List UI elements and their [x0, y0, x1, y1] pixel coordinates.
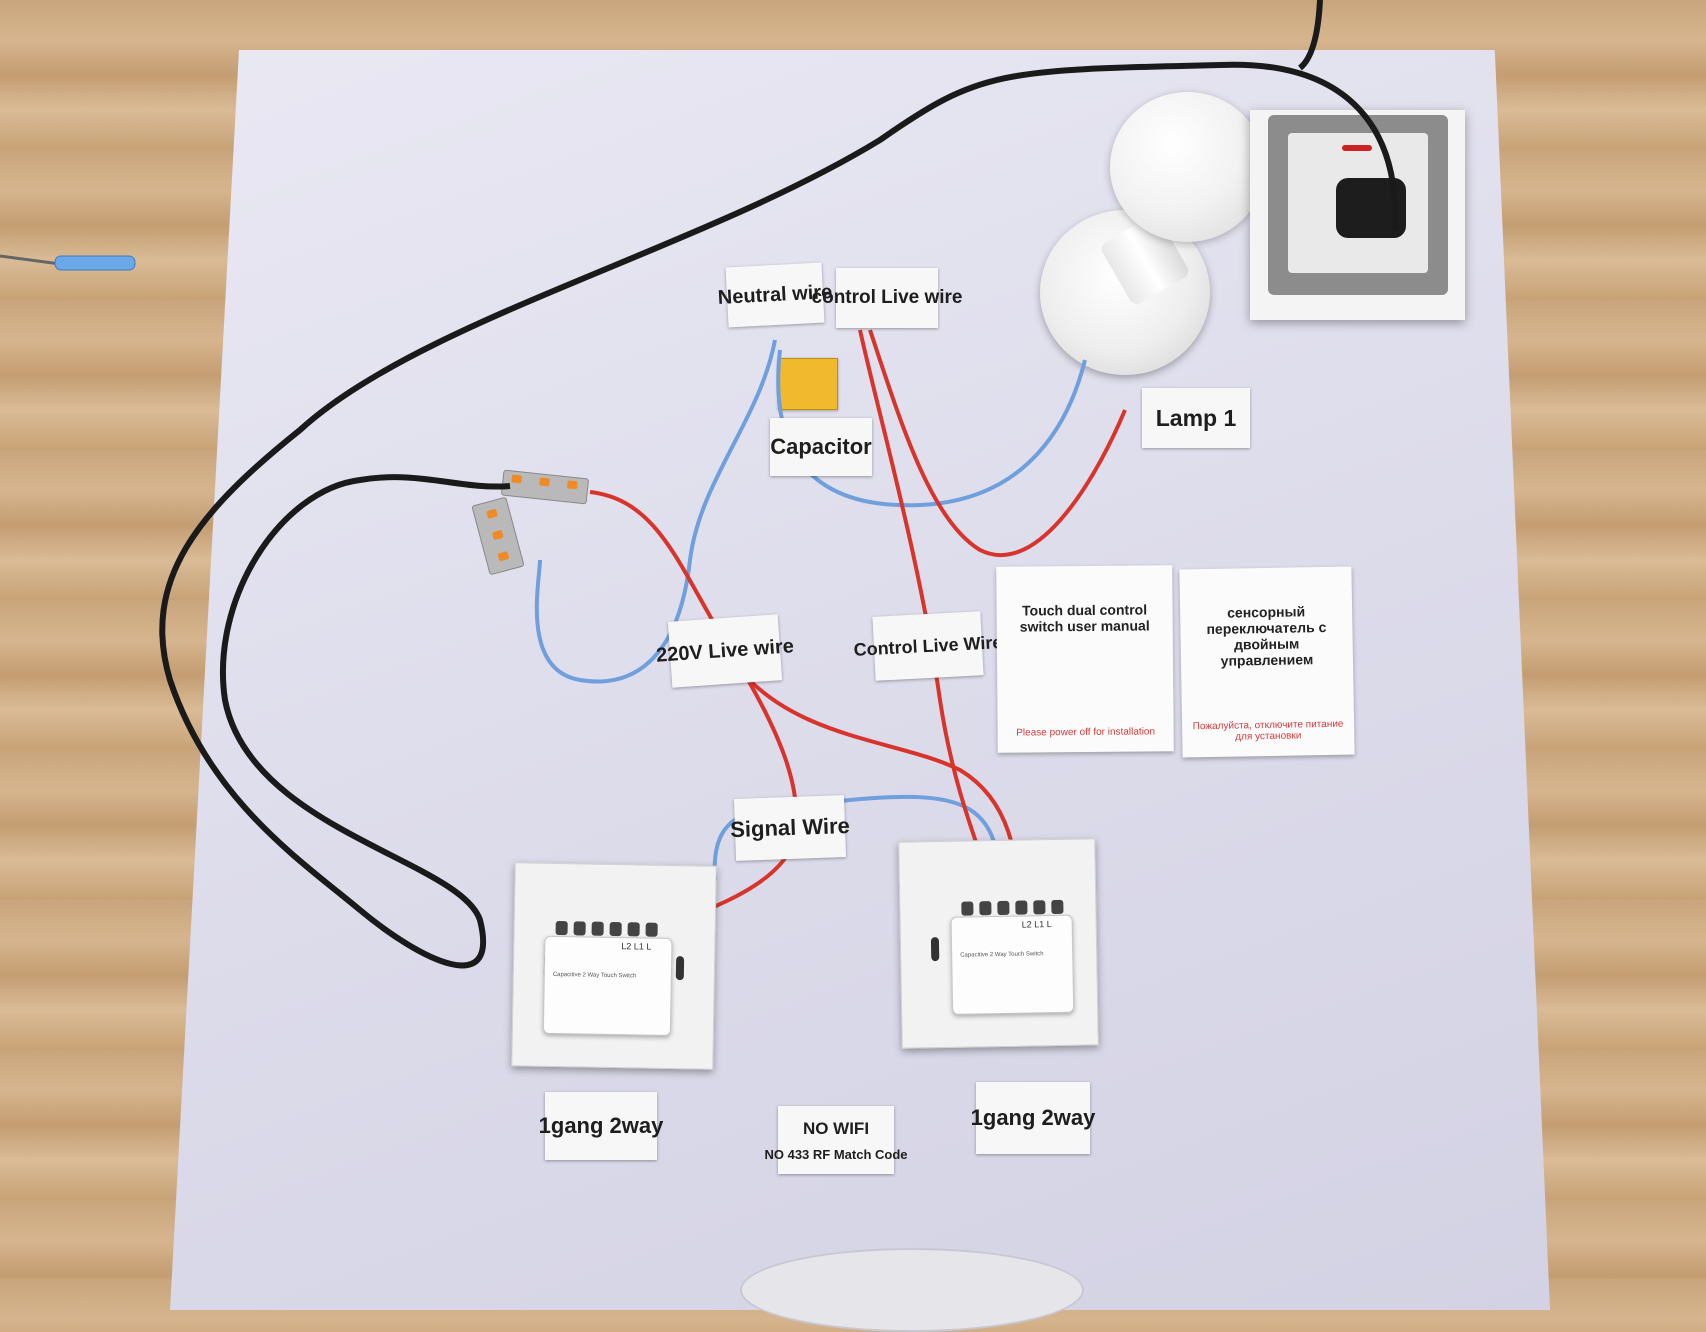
neutral-wire-main [534, 339, 777, 684]
module-terminals [961, 899, 1064, 916]
label-lamp: Lamp 1 [1142, 388, 1250, 448]
label-control-live-wire-top: control Live wire [812, 268, 963, 328]
lamp-bulb [1110, 92, 1265, 242]
terminal-labels: L2 L1 L [621, 941, 652, 952]
no-rf-text: NO 433 RF Match Code [764, 1146, 908, 1162]
wiring [159, 0, 1399, 969]
switch-slot [930, 937, 940, 962]
live-wire-220v [589, 490, 799, 932]
label-neutral-wire: Neutral wire [717, 262, 833, 328]
socket-indicator [1342, 145, 1372, 151]
manual-english: Touch dual control switch user manual Pl… [996, 565, 1174, 753]
switch-slot [675, 956, 685, 981]
manual-en-title: Touch dual control switch user manual [1019, 601, 1150, 635]
label-signal-wire: Signal Wire [730, 795, 850, 861]
power-cord-top [1297, 0, 1323, 71]
manual-ru-title: сенсорный переключатель с двойным управл… [1206, 603, 1327, 669]
screwdriver [0, 250, 140, 272]
touch-switch-right: L2 L1 L Capacitive 2 Way Touch Switch [898, 838, 1099, 1049]
stool-edge [740, 1248, 1084, 1332]
touch-switch-left: L2 L1 L Capacitive 2 Way Touch Switch [511, 862, 717, 1070]
switch-module-left: L2 L1 L Capacitive 2 Way Touch Switch [542, 920, 673, 1037]
switch-module-right: L2 L1 L Capacitive 2 Way Touch Switch [950, 899, 1075, 1015]
manual-en-warning: Please power off for installation [1016, 726, 1156, 739]
manual-ru-warning: Пожалуйста, отключите питание для устано… [1192, 718, 1344, 743]
lamp-live-wire [868, 329, 1127, 558]
power-cord [159, 61, 1399, 969]
wall-socket [1250, 110, 1465, 320]
label-220v-live-wire: 220V Live wire [655, 614, 795, 688]
module-label: Capacitive 2 Way Touch Switch [552, 971, 637, 980]
terminal-labels: L2 L1 L [1021, 919, 1052, 930]
label-gang-left: 1gang 2way [539, 1092, 663, 1160]
label-control-live-wire-mid: Control Live Wire [853, 611, 1003, 681]
module-label: Capacitive 2 Way Touch Switch [960, 951, 1044, 959]
manual-russian: сенсорный переключатель с двойным управл… [1179, 566, 1355, 758]
label-no-wifi-rf: NO WIFI NO 433 RF Match Code [764, 1106, 908, 1174]
no-wifi-text: NO WIFI [802, 1118, 870, 1138]
module-terminals [555, 920, 658, 937]
label-gang-right: 1gang 2way [971, 1082, 1095, 1154]
label-capacitor: Capacitor [770, 418, 872, 476]
signal-wire-a [712, 794, 1002, 891]
